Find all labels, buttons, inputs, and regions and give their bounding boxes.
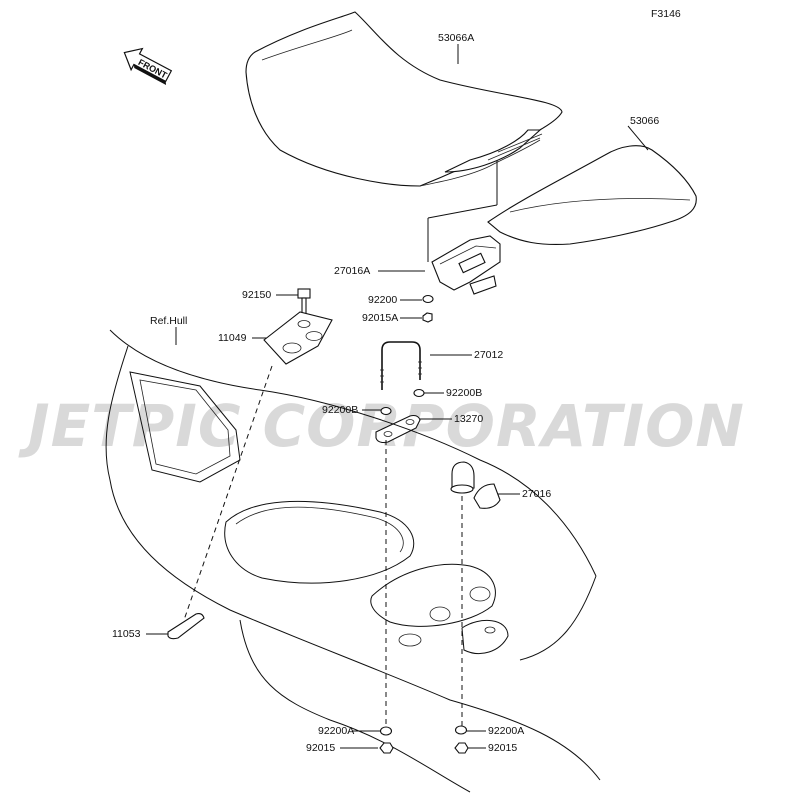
callout-53066: 53066 <box>630 115 659 127</box>
callout-92200B-left: 92200B <box>322 404 358 416</box>
latch-bracket <box>431 235 501 295</box>
washer-92200A-right <box>454 725 468 735</box>
rear-seat <box>487 145 697 245</box>
washer-92200B-right <box>413 388 425 398</box>
svg-text:JETPIC CORPORATION: JETPIC CORPORATION <box>18 392 745 460</box>
callout-92015A: 92015A <box>362 312 398 324</box>
gasket-13270 <box>375 414 421 444</box>
callout-92200B-right: 92200B <box>446 387 482 399</box>
nut-92015A <box>422 312 433 323</box>
callout-27012: 27012 <box>474 349 503 361</box>
figure-code: F3146 <box>651 8 681 20</box>
callout-92150: 92150 <box>242 289 271 301</box>
callout-13270: 13270 <box>454 413 483 425</box>
callout-92200A-left: 92200A <box>318 725 354 737</box>
front-seat <box>245 11 563 187</box>
nut-92015-right <box>454 742 469 754</box>
callout-27016A: 27016A <box>334 265 370 277</box>
watermark: JETPIC CORPORATION <box>18 392 745 460</box>
striker-27016 <box>450 461 501 509</box>
callout-27016: 27016 <box>522 488 551 500</box>
washer-92200A-left <box>379 726 393 736</box>
callout-53066A: 53066A <box>438 32 474 44</box>
hull <box>105 329 601 793</box>
callout-92200A-right: 92200A <box>488 725 524 737</box>
callout-92200: 92200 <box>368 294 397 306</box>
callout-11053: 11053 <box>112 628 141 640</box>
callout-labels: 53066A 53066 27016A 92200 92015A 92150 1… <box>112 32 659 754</box>
u-bolt-27012 <box>380 341 422 390</box>
callout-92015-right: 92015 <box>488 742 517 754</box>
ref-hull-label: Ref.Hull <box>150 315 187 327</box>
alignment-lines <box>183 365 463 728</box>
nut-92015-left <box>379 742 394 754</box>
washer-92200B-left <box>380 406 392 416</box>
washer-92200 <box>422 294 434 304</box>
callout-92015-left: 92015 <box>306 742 335 754</box>
leader-lines <box>146 44 649 749</box>
front-arrow-icon: FRONT <box>123 47 173 85</box>
plate-11049 <box>263 311 333 365</box>
strap-11053 <box>167 612 205 640</box>
callout-11049: 11049 <box>218 332 247 344</box>
